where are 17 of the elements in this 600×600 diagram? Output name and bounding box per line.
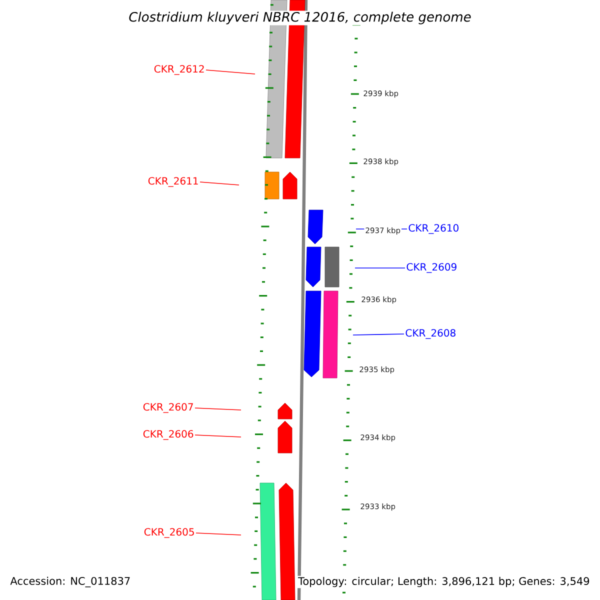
- gene-label: CKR_2611: [148, 177, 198, 187]
- gene-label: CKR_2607: [143, 403, 193, 413]
- leader-line: [206, 70, 256, 74]
- gene-label: CKR_2612: [154, 65, 204, 75]
- leader-line: [194, 434, 242, 438]
- gene-label: CKR_2605: [144, 528, 194, 538]
- gene-label: CKR_2608: [406, 329, 456, 339]
- accession-text: Accession: NC_011837: [10, 576, 130, 588]
- gene-label: CKR_2610: [408, 224, 458, 234]
- leader-line: [196, 532, 242, 536]
- gene-label: CKR_2609: [406, 263, 456, 273]
- leader-line: [200, 182, 240, 186]
- title: Clostridium kluyveri NBRC 12016, complete genome: [128, 10, 472, 26]
- leader-line: [352, 334, 404, 336]
- leader-line: [194, 408, 242, 410]
- genome-info-text: Topology: circular; Length: 3,896,121 bp; Genes: 3,549: [297, 576, 591, 588]
- gene-label: CKR_2606: [143, 430, 194, 440]
